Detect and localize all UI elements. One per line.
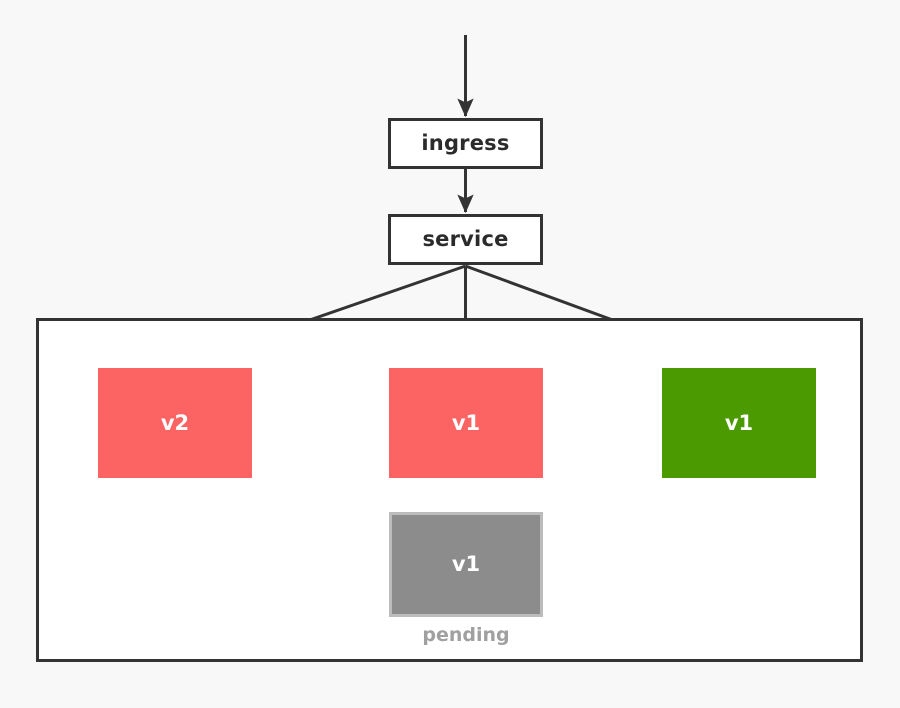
pod-center-label: v1 bbox=[451, 410, 481, 435]
pod-pending-label: v1 bbox=[451, 552, 481, 576]
pod-right-label: v1 bbox=[724, 410, 754, 435]
node-service[interactable]: service bbox=[388, 214, 543, 265]
node-service-label: service bbox=[422, 227, 509, 251]
pod-pending-status: pending bbox=[422, 624, 510, 646]
node-ingress-label: ingress bbox=[421, 131, 510, 155]
pod-left-v2[interactable]: v2 bbox=[98, 368, 252, 478]
pod-left-label: v2 bbox=[160, 410, 190, 435]
node-ingress[interactable]: ingress bbox=[388, 118, 543, 169]
pod-center-v1[interactable]: v1 bbox=[389, 368, 543, 478]
pod-pending-v1[interactable]: v1 bbox=[389, 512, 543, 617]
pod-right-v1-updated[interactable]: v1 bbox=[662, 368, 816, 478]
